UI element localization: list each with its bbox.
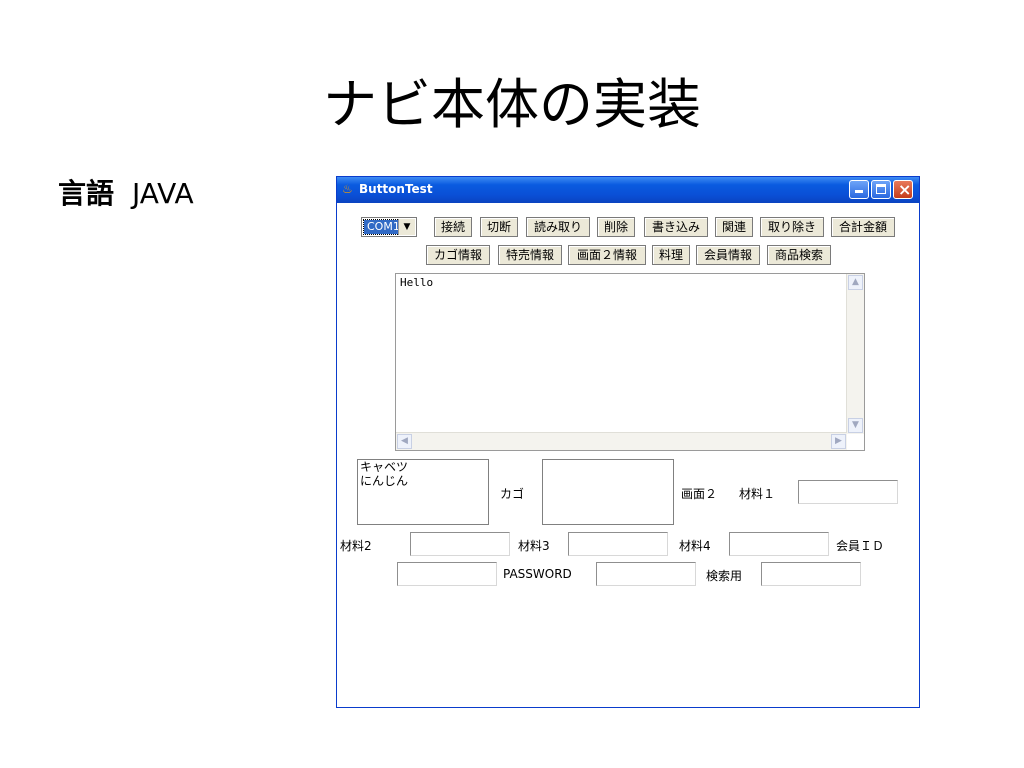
ingredient3-field[interactable] [568,532,668,556]
java-cup-icon: ♨ [342,182,353,196]
write-button[interactable]: 書き込み [644,217,708,237]
scroll-down-icon[interactable]: ▼ [848,418,863,433]
ingredient2-field[interactable] [410,532,510,556]
output-textarea[interactable]: Hello ▲ ▼ ◀ ▶ [395,273,865,451]
com-port-value: COM1 [363,219,404,235]
window-title: ButtonTest [359,182,433,196]
read-button[interactable]: 読み取り [526,217,590,237]
window-client-area: COM1 ▼ 接続 切断 読み取り 削除 書き込み 関連 取り除き 合計金額 カ… [340,203,916,706]
cart-label: カゴ [500,487,525,501]
member-id-field[interactable] [397,562,497,586]
minimize-icon [855,190,863,193]
bullet-label: 言語 [58,177,115,210]
member-id-label: 会員ＩＤ [836,539,885,553]
ingredient3-label: 材料3 [518,539,550,553]
window-titlebar[interactable]: ♨ ButtonTest × [337,177,919,203]
connect-button[interactable]: 接続 [434,217,472,237]
ingredient4-label: 材料4 [679,539,711,553]
textarea-content: Hello [400,276,434,289]
search-label: 検索用 [706,569,743,583]
password-field[interactable] [596,562,696,586]
slide-title: ナビ本体の実装 [323,73,701,136]
bullet-language: 言語 JAVA [58,172,194,212]
ingredient1-label: 材料１ [739,487,776,501]
ingredient-list[interactable]: キャベツ にんじん [357,459,489,525]
password-label: PASSWORD [503,567,572,581]
member-info-button[interactable]: 会員情報 [696,245,760,265]
scroll-right-icon[interactable]: ▶ [831,434,846,449]
disconnect-button[interactable]: 切断 [480,217,518,237]
search-field[interactable] [761,562,861,586]
delete-button[interactable]: 削除 [597,217,635,237]
cart-info-button[interactable]: カゴ情報 [426,245,490,265]
vertical-scrollbar[interactable]: ▲ ▼ [846,274,864,434]
scroll-up-icon[interactable]: ▲ [848,275,863,290]
cooking-button[interactable]: 料理 [652,245,690,265]
minimize-button[interactable] [849,180,869,199]
total-amount-button[interactable]: 合計金額 [831,217,895,237]
cart-list[interactable] [542,459,674,525]
ingredient2-label: 材料2 [340,539,372,553]
com-port-select[interactable]: COM1 ▼ [361,217,417,237]
scroll-left-icon[interactable]: ◀ [397,434,412,449]
product-search-button[interactable]: 商品検索 [767,245,831,265]
ingredient4-field[interactable] [729,532,829,556]
maximize-icon [876,184,886,194]
screen2-info-button[interactable]: 画面２情報 [568,245,646,265]
list-item[interactable]: にんじん [360,474,409,488]
maximize-button[interactable] [871,180,891,199]
chevron-down-icon[interactable]: ▼ [398,219,415,235]
button-test-window: ♨ ButtonTest × COM1 ▼ 接続 切断 読み取り 削除 書き込み… [336,176,920,708]
horizontal-scrollbar[interactable]: ◀ ▶ [396,432,847,450]
ingredient1-field[interactable] [798,480,898,504]
bullet-value: JAVA [132,177,194,210]
screen2-label: 画面２ [681,487,718,501]
related-button[interactable]: 関連 [715,217,753,237]
remove-button[interactable]: 取り除き [760,217,824,237]
close-button[interactable]: × [893,180,913,199]
sale-info-button[interactable]: 特売情報 [498,245,562,265]
close-icon: × [898,180,912,199]
list-item[interactable]: キャベツ [360,460,409,474]
